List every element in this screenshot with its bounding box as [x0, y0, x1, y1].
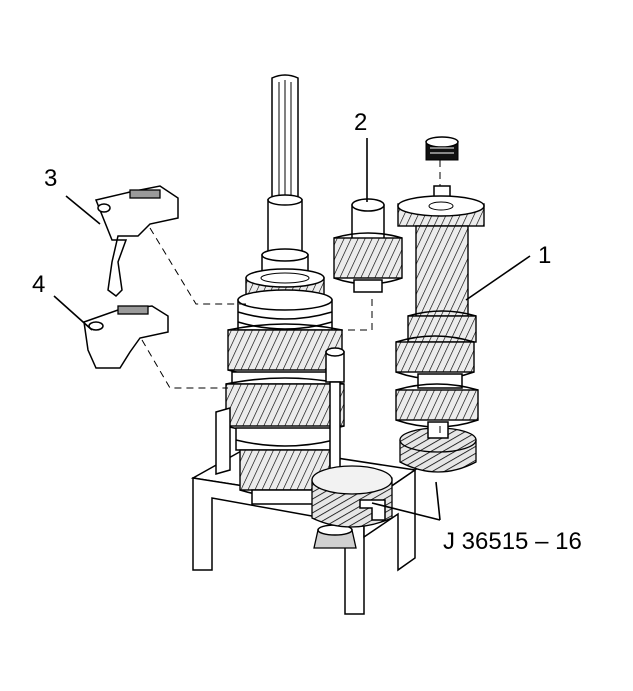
component-4-shift-fork	[83, 305, 169, 369]
mainshaft-gear-stack	[225, 268, 345, 505]
callout-1-label: 1	[538, 242, 551, 269]
tool-number-label: J 36515 – 16	[443, 528, 582, 555]
tool-adapter-cup	[399, 427, 477, 473]
callout-4-label: 4	[32, 271, 45, 298]
callout-2-label: 2	[354, 109, 367, 136]
callout-3-label: 3	[44, 165, 57, 192]
assembly-guide-lines	[141, 160, 441, 438]
tool-base-plate	[311, 465, 393, 528]
component-3-shift-fork	[94, 185, 179, 297]
mainshaft	[261, 74, 309, 278]
leader-lines	[53, 138, 531, 521]
component-1-countershaft	[395, 136, 485, 439]
component-2-gear	[333, 198, 403, 293]
support-rod	[313, 347, 357, 549]
side-bracket	[215, 407, 231, 475]
